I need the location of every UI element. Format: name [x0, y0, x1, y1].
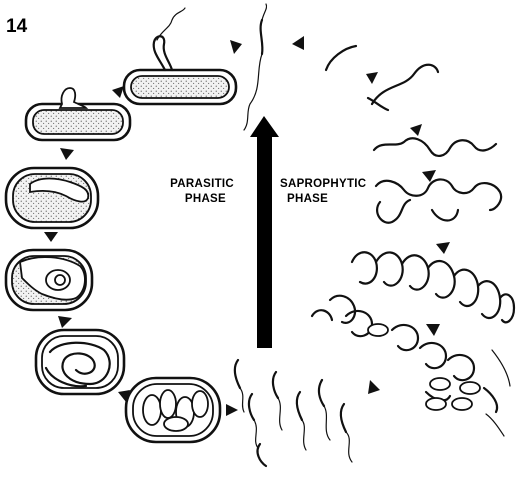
step-arrow: [112, 86, 124, 98]
step-arrow: [230, 40, 242, 54]
step-arrow: [292, 36, 304, 50]
stage-septation: [126, 378, 220, 442]
step-arrow: [44, 232, 58, 242]
stage-attachment: [124, 8, 236, 104]
step-arrow: [58, 316, 72, 328]
step-arrow: [436, 242, 450, 254]
step-arrow: [226, 404, 238, 416]
parasitic-label-line1: PARASITIC: [170, 178, 234, 190]
stage-penetration: [26, 88, 130, 140]
step-arrow: [368, 380, 380, 394]
step-arrow: [410, 124, 422, 136]
stage-elongation: [36, 330, 124, 394]
step-arrow: [426, 324, 440, 336]
step-arrow: [60, 148, 74, 160]
free-living-cell: [244, 4, 267, 130]
saprophytic-label-line2: PHASE: [287, 193, 328, 205]
figure-number: 14: [6, 16, 28, 37]
parasitic-phase-label: PARASITIC PHASE: [170, 178, 234, 205]
long-helix-filament: [330, 252, 514, 323]
saprophytic-phase-label: SAPROPHYTIC PHASE: [280, 178, 366, 205]
stage-growth: [6, 250, 92, 310]
saprophytic-growth: [326, 46, 501, 223]
released-progeny: [235, 360, 352, 466]
step-arrow: [366, 72, 378, 84]
saprophytic-label-line1: SAPROPHYTIC: [280, 178, 366, 190]
stage-bdelloplast: [6, 168, 98, 228]
parasitic-label-line2: PHASE: [185, 193, 226, 205]
central-up-arrow: [250, 116, 279, 348]
